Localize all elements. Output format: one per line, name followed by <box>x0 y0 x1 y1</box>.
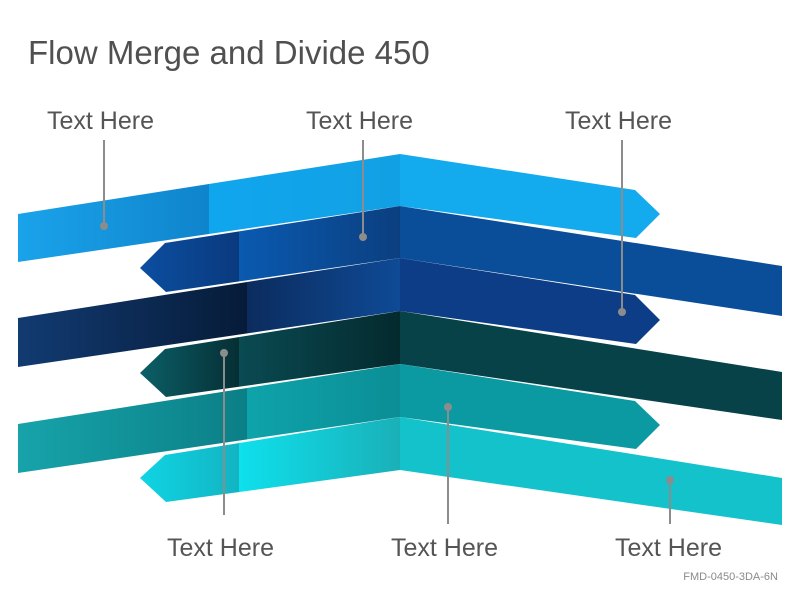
band-3-right <box>400 258 660 344</box>
callout-bottom-1: Text Here <box>167 534 274 562</box>
callout-bottom-3: Text Here <box>615 534 722 562</box>
callout-top-1: Text Here <box>47 107 154 135</box>
band-1-left <box>18 154 400 262</box>
band-4-left <box>140 311 400 397</box>
leader-bottom-1 <box>220 349 228 515</box>
leader-top-2 <box>359 140 367 241</box>
callout-bottom-2: Text Here <box>391 534 498 562</box>
callout-top-3: Text Here <box>565 107 672 135</box>
product-code: FMD-0450-3DA-6N <box>683 571 778 583</box>
leader-top-3 <box>618 140 626 316</box>
band-5-right <box>400 364 660 449</box>
band-2-left <box>140 206 400 292</box>
band-1-right <box>400 154 660 238</box>
leader-bottom-2 <box>444 403 452 524</box>
band-4-right <box>400 311 782 420</box>
band-5-left <box>18 364 400 473</box>
band-6-right <box>400 417 782 525</box>
band-3-left <box>18 258 400 367</box>
band-2-right <box>400 206 782 316</box>
callout-top-2: Text Here <box>306 107 413 135</box>
band-6-left <box>140 417 400 502</box>
leader-bottom-3 <box>666 476 674 524</box>
page-title: Flow Merge and Divide 450 <box>28 34 430 71</box>
leader-top-1 <box>100 140 108 230</box>
